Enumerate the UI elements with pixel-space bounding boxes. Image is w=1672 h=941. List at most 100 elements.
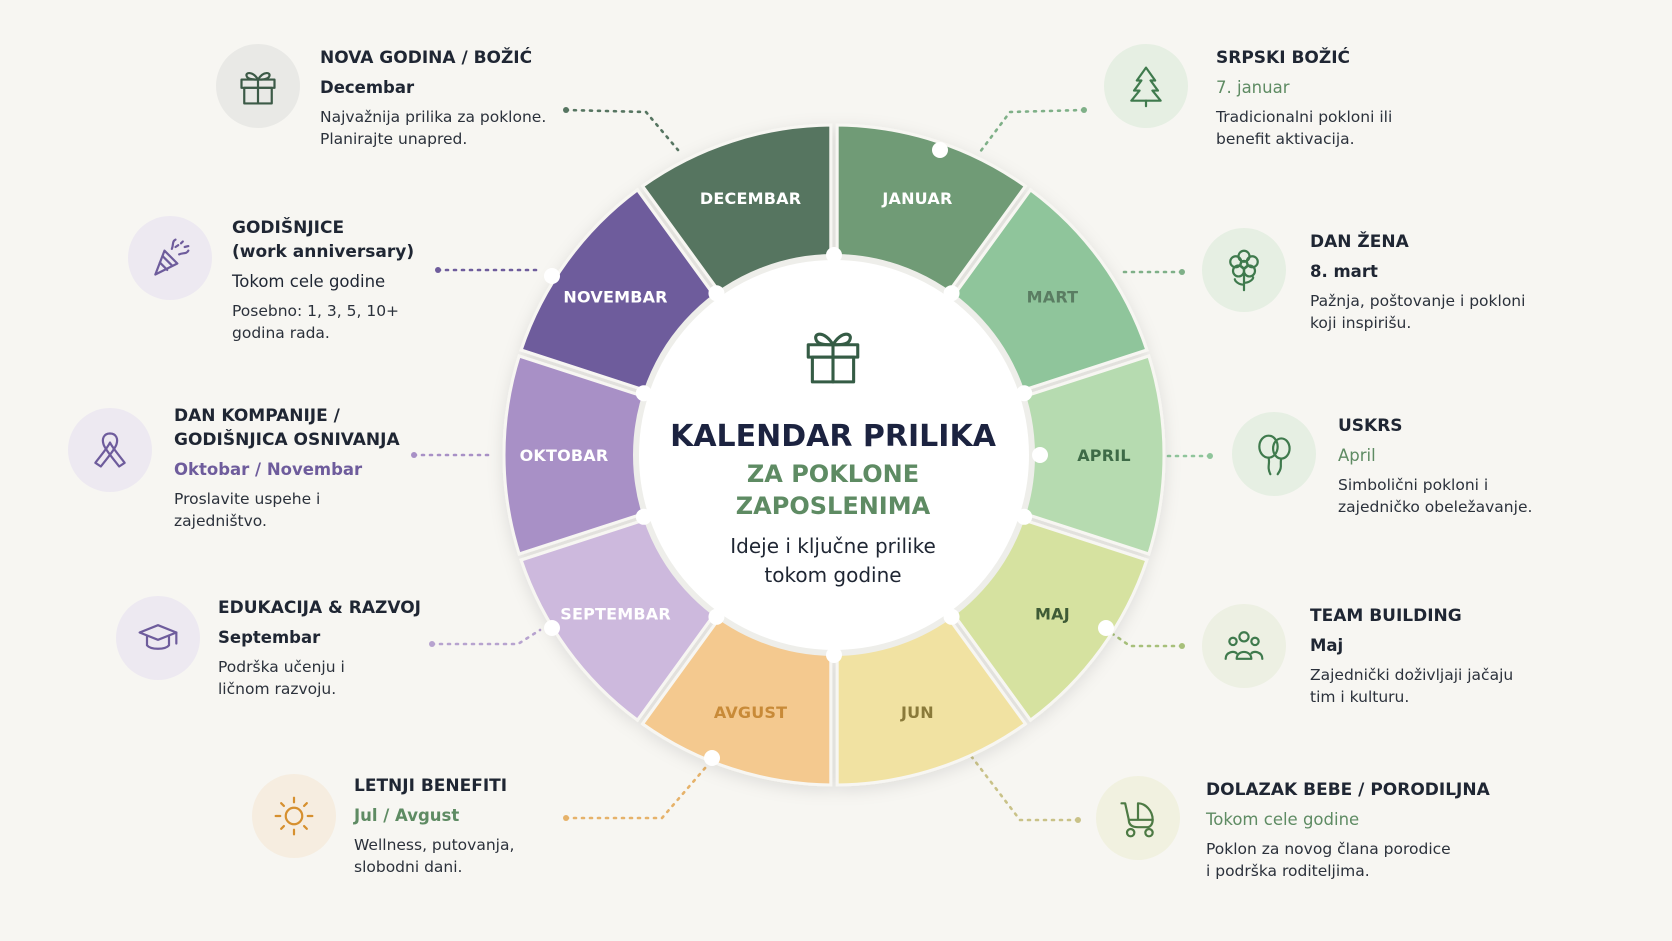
month-label-novembar: NOVEMBAR	[563, 287, 667, 306]
ring-junction-dot	[826, 247, 842, 263]
callout-desc-line1: Wellness, putovanja,	[354, 836, 515, 854]
center-desc-line1: Ideje i ključne prilike	[730, 534, 936, 558]
callout-title: GODIŠNJICE	[232, 218, 345, 238]
month-label-jun: JUN	[900, 703, 934, 722]
callout-desc-line2: koji inspirišu.	[1310, 314, 1412, 332]
callout-title: TEAM BUILDING	[1310, 606, 1462, 626]
callout-subtitle: Oktobar / Novembar	[174, 460, 363, 479]
stroller-icon	[1120, 802, 1154, 838]
ring-anchor-dot	[1098, 620, 1114, 636]
connector-lines	[411, 107, 1213, 823]
connector-end-dot	[1207, 453, 1213, 459]
callout-title-line2: (work anniversary)	[232, 242, 415, 262]
month-label-januar: JANUAR	[881, 189, 952, 208]
callout-desc-line2: Planirajte unapred.	[320, 130, 468, 148]
callout-subtitle: Tokom cele godine	[232, 272, 386, 291]
callout-subtitle: Septembar	[218, 628, 321, 647]
callout-subtitle: Maj	[1310, 636, 1344, 655]
ribbon-icon	[94, 432, 126, 468]
callout-desc-line2: tim i kulturu.	[1310, 688, 1410, 706]
connector-end-dot	[1179, 269, 1185, 275]
month-label-septembar: SEPTEMBAR	[560, 605, 671, 624]
callout-title: DOLAZAK BEBE / PORODILJNA	[1206, 780, 1490, 800]
ring-junction-dot	[943, 285, 960, 302]
connector-line	[564, 108, 680, 152]
callout-title: SRPSKI BOŽIĆ	[1216, 48, 1350, 68]
team-icon	[1224, 631, 1264, 660]
callout-title: DAN KOMPANIJE /	[174, 406, 340, 426]
callout-desc-line1: Podrška učenju i	[218, 658, 345, 676]
callout-subtitle: Decembar	[320, 78, 415, 97]
callout-desc-line2: i podrška roditeljima.	[1206, 862, 1370, 880]
callout-desc-line2: godina rada.	[232, 324, 330, 342]
stroller-icon-circle	[1096, 776, 1180, 860]
party-popper-icon-circle	[128, 216, 212, 300]
callout-subtitle: 8. mart	[1310, 262, 1378, 281]
center-desc-line2: tokom godine	[764, 563, 902, 587]
callout-title: DAN ŽENA	[1310, 232, 1409, 252]
connector-line	[1108, 630, 1184, 648]
callout-title: USKRS	[1338, 416, 1403, 436]
month-label-oktobar: OKTOBAR	[520, 446, 609, 465]
tree-icon	[1130, 66, 1162, 108]
callout-desc-line1: Simbolični pokloni i	[1338, 476, 1489, 494]
callout-desc-line2: benefit aktivacija.	[1216, 130, 1355, 148]
ring-junction-dot	[708, 285, 725, 302]
callout-desc-line2: zajedničko obeležavanje.	[1338, 498, 1533, 516]
month-label-maj: MAJ	[1035, 605, 1070, 624]
gift-icon	[240, 71, 276, 105]
connector-end-dot	[563, 815, 569, 821]
connector-end-dot	[1179, 643, 1185, 649]
gift-icon-circle	[216, 44, 300, 128]
callout-title: LETNJI BENEFITI	[354, 776, 508, 796]
ring-junction-dot	[708, 608, 725, 625]
callout-subtitle: Jul / Avgust	[354, 806, 460, 825]
callout-desc-line1: Posebno: 1, 3, 5, 10+	[232, 302, 400, 320]
callout-desc-line1: Pažnja, poštovanje i pokloni	[1310, 292, 1526, 310]
graduation-cap-icon	[138, 624, 178, 650]
ring-anchor-dot	[704, 750, 720, 766]
ribbon-icon-circle	[68, 408, 152, 492]
sun-icon	[274, 796, 314, 836]
callout-title-line2: GODIŠNJICA OSNIVANJA	[174, 430, 400, 450]
callout-subtitle: 7. januar	[1216, 78, 1290, 97]
connector-line	[978, 108, 1086, 154]
callout-desc-line1: Najvažnija prilika za poklone.	[320, 108, 547, 126]
month-label-decembar: DECEMBAR	[700, 189, 801, 208]
party-popper-icon	[154, 238, 190, 276]
callout-desc-line1: Poklon za novog člana porodice	[1206, 840, 1451, 858]
connector-end-dot	[1081, 107, 1087, 113]
center-subtitle-line2: ZAPOSLENIMA	[735, 492, 931, 520]
ring-anchor-dot	[1032, 447, 1048, 463]
ring-junction-dot	[1016, 508, 1033, 525]
callout-title: NOVA GODINA / BOŽIĆ	[320, 48, 533, 68]
connector-line	[430, 628, 542, 646]
center-subtitle-line1: ZA POKLONE	[746, 460, 920, 488]
balloons-icon-circle	[1232, 412, 1316, 496]
ring-anchor-dot	[932, 142, 948, 158]
flower-icon	[1229, 249, 1259, 292]
flower-icon-circle	[1202, 228, 1286, 312]
connector-line	[564, 758, 714, 820]
callout-subtitle: Tokom cele godine	[1206, 810, 1360, 829]
connector-line	[966, 750, 1080, 822]
month-label-avgust: AVGUST	[714, 703, 787, 722]
team-icon-circle	[1202, 604, 1286, 688]
callout-desc-line1: Proslavite uspehe i	[174, 490, 321, 508]
callout-desc-line2: slobodni dani.	[354, 858, 463, 876]
tree-icon-circle	[1104, 44, 1188, 128]
connector-dots	[544, 142, 1114, 766]
connector-end-dot	[1075, 817, 1081, 823]
ring-junction-dot	[635, 385, 652, 402]
center-title: KALENDAR PRILIKA	[670, 419, 996, 454]
graduation-cap-icon-circle	[116, 596, 200, 680]
gift-icon	[806, 332, 860, 384]
month-labels: JANUARMARTAPRILMAJJUNAVGUSTSEPTEMBAROKTO…	[520, 189, 1131, 722]
ring-junction-dot	[635, 508, 652, 525]
callout-desc-line1: Tradicionalni pokloni ili	[1216, 108, 1393, 126]
connector-end-dot	[435, 267, 441, 273]
ring-anchor-dot	[544, 620, 560, 636]
ring-junction-dot	[943, 608, 960, 625]
ring-junction-dot	[1016, 385, 1033, 402]
